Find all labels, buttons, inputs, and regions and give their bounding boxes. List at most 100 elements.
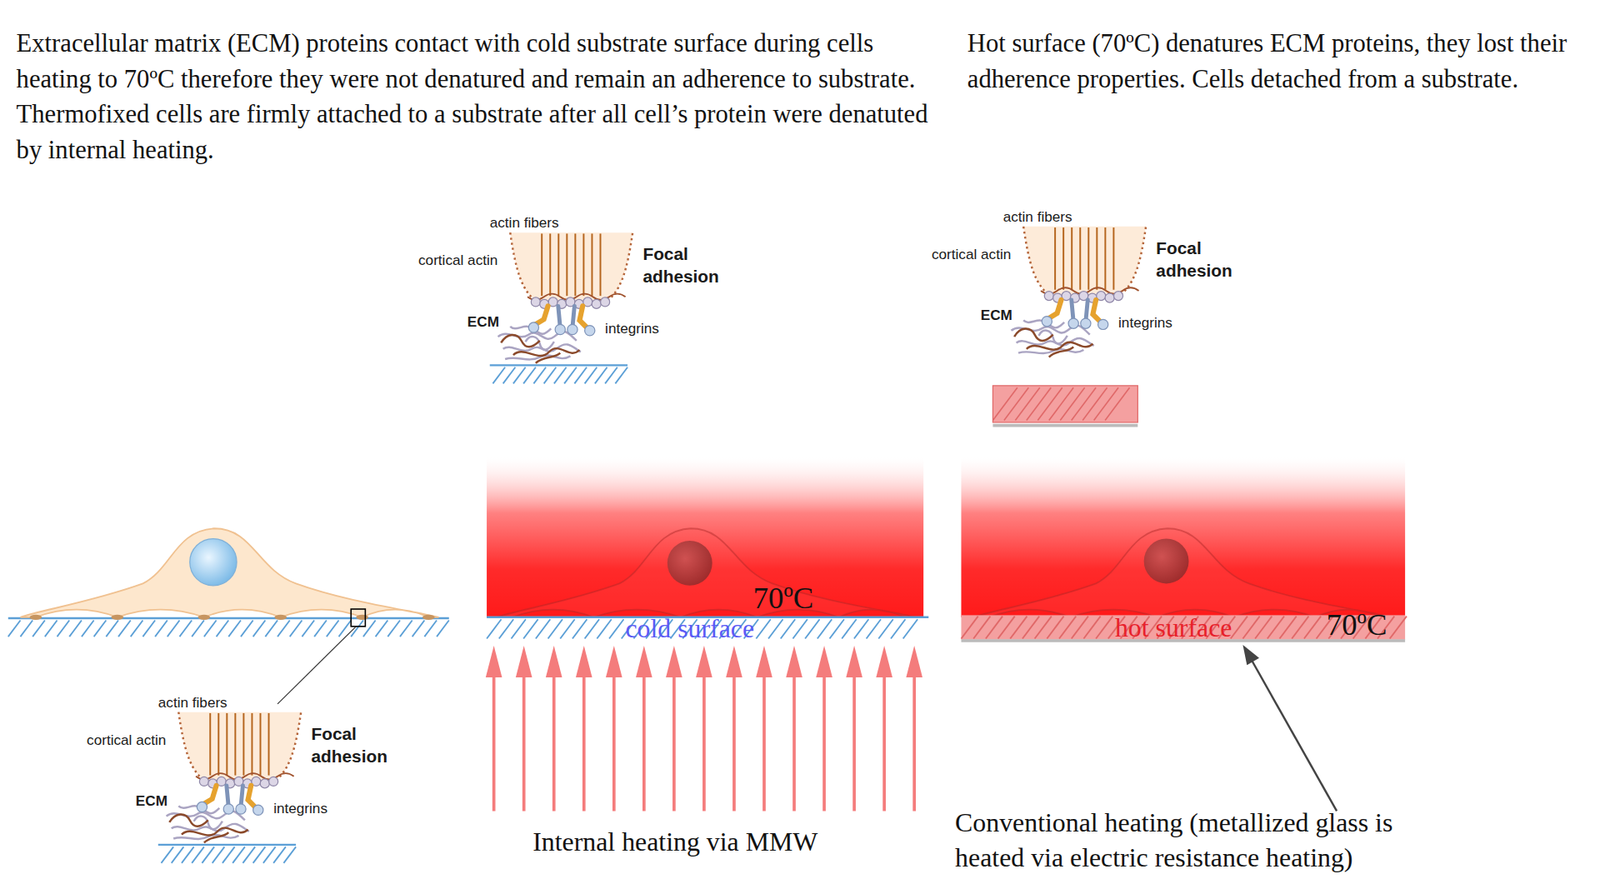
heating-arrow-head xyxy=(635,645,653,678)
attached-cell xyxy=(8,528,450,705)
conventional-panel xyxy=(960,385,1406,812)
actin-fiber xyxy=(1095,227,1098,290)
cell-body xyxy=(973,528,1392,618)
hatch-line xyxy=(290,620,303,637)
integrin xyxy=(1092,300,1101,323)
integrin-head xyxy=(223,804,234,815)
plaque-protein xyxy=(1105,293,1115,303)
heating-arrow-shaft xyxy=(822,668,826,811)
hatch-line xyxy=(1094,387,1119,420)
hatch-line xyxy=(412,620,425,637)
heating-arrow-shaft xyxy=(762,668,766,811)
ecm-fiber xyxy=(500,335,540,347)
heating-arrow-shaft xyxy=(732,668,736,811)
actin-fiber xyxy=(268,713,270,776)
heated-medium xyxy=(486,457,924,618)
integrin-head xyxy=(1068,318,1079,329)
substrate-line xyxy=(490,364,628,366)
note-text: Hot surface (70ºC) denatures ECM protein… xyxy=(967,26,1580,97)
hatch-line xyxy=(242,846,255,864)
hatch-line xyxy=(486,619,501,639)
hatch-line xyxy=(301,620,315,637)
hatch-line xyxy=(155,620,168,637)
integrin-head xyxy=(1041,316,1052,327)
actin-fiber xyxy=(557,233,560,296)
hatch-line xyxy=(523,367,536,385)
integrin-head xyxy=(235,804,246,815)
heating-arrow-shaft xyxy=(582,668,586,811)
hatch-line xyxy=(191,620,205,637)
temperature-label: 70ºC xyxy=(1326,605,1388,643)
hatch-line xyxy=(69,620,82,637)
hatch-line xyxy=(8,620,21,637)
actin-fiber xyxy=(1070,227,1073,290)
hatch-line xyxy=(513,367,526,385)
hatch-line xyxy=(45,620,58,637)
hatch-line xyxy=(805,619,820,639)
hatch-line xyxy=(492,367,505,385)
hatch-line xyxy=(130,620,144,637)
actin-fiber xyxy=(242,713,245,776)
heating-arrow-head xyxy=(785,645,803,678)
ecm-fiber xyxy=(181,828,249,836)
hatch-line xyxy=(326,620,340,637)
hatch-line xyxy=(560,619,575,639)
hatch-line xyxy=(768,619,783,639)
hatch-line xyxy=(105,620,119,637)
substrate-line xyxy=(158,844,296,846)
integrin xyxy=(248,785,257,809)
plaque-protein xyxy=(1114,291,1124,301)
actin-fiber xyxy=(565,233,568,296)
hatch-line xyxy=(222,846,235,864)
hatch-line xyxy=(57,620,70,637)
adhesion-plaque-line xyxy=(527,294,626,300)
ecm-fiber xyxy=(535,353,560,364)
heating-arrow-shaft xyxy=(492,668,496,811)
hatch-line xyxy=(1015,387,1040,420)
hatch-line xyxy=(436,620,450,637)
hatch-line xyxy=(544,367,557,385)
hatch-line xyxy=(277,620,290,637)
hatch-line xyxy=(180,620,193,637)
integrin-head xyxy=(253,805,264,815)
part-label: cortical actin xyxy=(931,245,1011,264)
part-label: integrins xyxy=(605,320,660,338)
cell-body xyxy=(20,528,439,618)
integrin-head xyxy=(1098,319,1109,330)
hatch-line xyxy=(201,846,215,864)
hatch-line xyxy=(375,620,389,637)
hatch-line xyxy=(878,619,893,639)
hatch-line xyxy=(283,846,296,864)
adhesion-plaque-line xyxy=(1040,287,1140,294)
hatch-line xyxy=(1049,387,1074,420)
hatch-line xyxy=(523,619,538,639)
actin-fiber xyxy=(590,233,593,296)
hatch-line xyxy=(118,620,131,637)
actin-fiber xyxy=(1087,227,1090,290)
part-label: cortical actin xyxy=(86,731,166,750)
adhesion-point xyxy=(274,615,287,620)
hatch-line xyxy=(171,846,185,864)
heating-arrow-head xyxy=(545,645,563,678)
hatch-line xyxy=(792,619,807,639)
hatch-line xyxy=(510,619,525,639)
surface-label: cold surface xyxy=(587,613,792,645)
actin-fiber xyxy=(574,233,576,296)
hatch-line xyxy=(273,846,286,864)
part-label: ECM xyxy=(980,307,1013,325)
integrin-head xyxy=(585,325,595,336)
integrin xyxy=(580,305,589,329)
part-label: actin fibers xyxy=(490,214,560,232)
hatch-line xyxy=(548,619,563,639)
hatch-line xyxy=(564,367,577,385)
note-text: Extracellular matrix (ECM) proteins cont… xyxy=(16,26,950,168)
hatch-line xyxy=(535,619,550,639)
hatch-line xyxy=(1026,387,1051,420)
hatch-line xyxy=(191,846,205,864)
ecm-fiber xyxy=(204,832,229,843)
hatch-line xyxy=(204,620,217,637)
hatch-line xyxy=(1105,387,1130,420)
heating-arrow-head xyxy=(875,645,893,678)
hatch-line xyxy=(240,620,254,637)
